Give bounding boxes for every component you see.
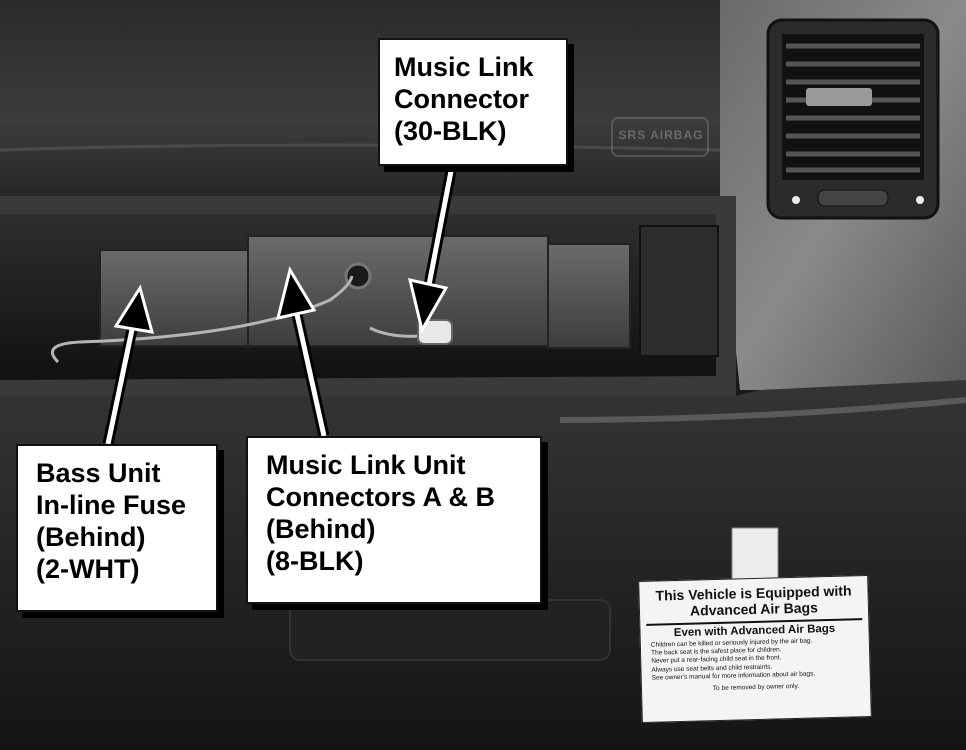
warning-label-strap bbox=[731, 527, 779, 587]
callout-line: (30-BLK) bbox=[394, 115, 507, 146]
callout-line: (Behind) bbox=[266, 513, 376, 544]
callout-line: Connector bbox=[394, 83, 529, 114]
callout-line: (2-WHT) bbox=[36, 553, 140, 584]
callout-line: Music Link Unit bbox=[266, 450, 466, 480]
callout-line: Connectors A & B bbox=[266, 481, 496, 512]
callout-line: Bass Unit bbox=[36, 458, 161, 488]
callout-music-link-connector: Music Link Connector (30-BLK) bbox=[378, 38, 568, 166]
srs-airbag-emblem-text: SRS AIRBAG bbox=[618, 128, 704, 142]
airbag-warning-label: This Vehicle is Equipped with Advanced A… bbox=[638, 575, 872, 723]
glove-box-door bbox=[289, 599, 611, 661]
callout-bass-unit-fuse: Bass Unit In-line Fuse (Behind) (2-WHT) bbox=[16, 444, 218, 612]
air-vent bbox=[766, 18, 940, 220]
dashboard-crease bbox=[0, 143, 721, 152]
music-link-connector-plug bbox=[417, 319, 453, 345]
pointer-arrows bbox=[102, 164, 458, 446]
arrow-to-unit bbox=[275, 266, 330, 438]
callout-line: (Behind) bbox=[36, 521, 146, 552]
warning-footer: To be removed by owner only. bbox=[712, 682, 800, 692]
arrow-to-fuse bbox=[102, 284, 155, 446]
callout-line: Music Link bbox=[394, 52, 534, 82]
arrow-to-connector bbox=[407, 164, 458, 335]
wire-harness bbox=[51, 275, 421, 364]
lower-dash-highlight bbox=[559, 397, 966, 423]
callout-music-link-unit: Music Link Unit Connectors A & B (Behind… bbox=[246, 436, 542, 604]
srs-airbag-emblem bbox=[611, 117, 709, 157]
callout-line: In-line Fuse bbox=[36, 489, 187, 520]
callout-line: (8-BLK) bbox=[266, 545, 364, 576]
